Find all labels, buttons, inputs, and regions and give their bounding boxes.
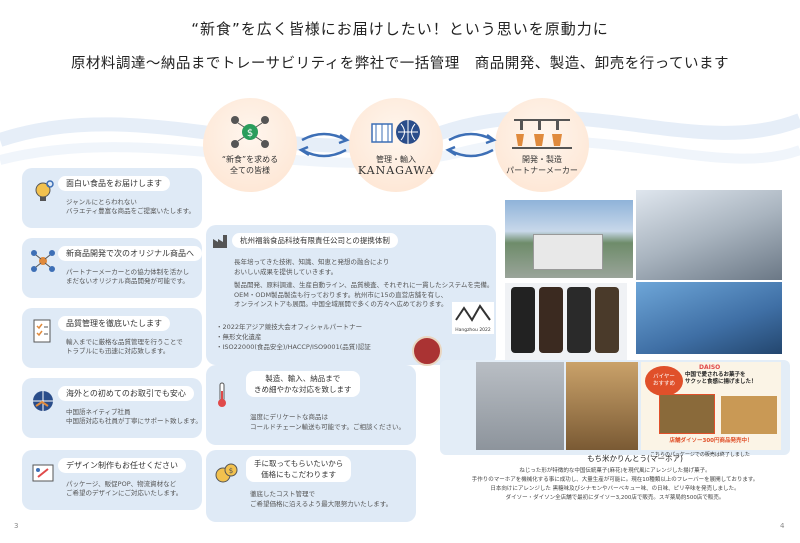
partner-bullet: ・無形文化遺産 <box>216 333 262 341</box>
asian-games-emblem-icon <box>455 304 491 322</box>
page-subheadline: 原材料調達～納品までトレーサビリティを弊社で一括管理 商品開発、製造、卸売を行っ… <box>70 56 730 72</box>
feature-desc: パートナーメーカーとの協力体制を活かし まだないオリジナル商品開発が可能です。 <box>66 268 190 285</box>
promo-headline: 中国で愛されるお菓子を サクッと食感に揚げました！ <box>685 372 757 385</box>
delivery-desc: 温度にデリケートな商品は コールドチェーン輸送も可能です。ご相談ください。 <box>250 413 406 431</box>
snack-closeup <box>721 396 777 434</box>
price-title: 手に取ってもらいたいから 価格にもこだわります <box>246 456 352 482</box>
factory-building-photo <box>505 200 633 278</box>
product-description: ねじった形が特徴的な中国伝統菓子(麻花)を現代風にアレンジした揚げ菓子。 手作り… <box>471 468 759 501</box>
feature-title: 新商品開発で次のオリジナル商品へ <box>58 246 202 261</box>
feature-title: デザイン制作もお任せください <box>58 458 186 473</box>
svg-text:$: $ <box>247 128 253 139</box>
feature-title: 品質管理を徹底いたします <box>58 316 170 331</box>
partner-title: 杭州福翁食品科技有限責任公司との提携体制 <box>232 233 398 248</box>
feature-title: 面白い食品をお届けします <box>58 176 170 191</box>
page-headline: “新食”を広く皆様にお届けしたい！という思いを原動力に <box>191 20 609 38</box>
daiso-promo: DAISO 中国で愛されるお菓子を サクッと食感に揚げました！ バイヤー おすす… <box>641 362 781 450</box>
product-title: もち米かりんとう(マーホア) <box>587 454 683 463</box>
bulb-gear-icon <box>35 180 54 201</box>
circle-kanagawa-line1: 管理・輸入 <box>376 155 416 164</box>
feature-desc: パッケージ、販促POP、物流資材など ご希望のデザインにご対応いたします。 <box>66 480 183 497</box>
factory-icon <box>213 235 227 248</box>
page-number-right: 4 <box>780 522 785 530</box>
feature-desc: 中国語ネイティブ社員 中国語対応も社員が丁寧にサポート致します。 <box>66 408 202 425</box>
partner-section: 杭州福翁食品科技有限責任公司との提携体制 長年培ってきた技術、知識、知恵と発想の… <box>206 225 496 365</box>
circle-customers-line2: 全ての皆様 <box>230 166 270 175</box>
kanagawa-brand: KANAGAWA <box>357 164 435 177</box>
price-desc: 徹底したコスト管理で ご希望価格に沿えるよう最大限努力いたします。 <box>250 490 393 508</box>
double-arrow-icon <box>445 132 497 158</box>
asian-games-logo: Hangzhou 2022 <box>452 302 494 334</box>
asian-games-text: Hangzhou 2022 <box>455 328 491 333</box>
circle-kanagawa: 管理・輸入 KANAGAWA <box>349 98 443 192</box>
feature-card-overseas: 海外との初めてのお取引でも安心 中国語ネイティブ社員 中国語対応も社員が丁寧にサ… <box>22 378 202 438</box>
factory-lab-icon <box>512 119 572 149</box>
circle-manufacturer-line1: 開発・製造 <box>522 155 562 164</box>
promo-caption: こちらのパッケージでの販売は終了しました <box>650 452 750 458</box>
feature-card-development: 新商品開発で次のオリジナル商品へ パートナーメーカーとの協力体制を活かし まだな… <box>22 238 202 298</box>
product-package <box>659 394 715 434</box>
circle-manufacturer: 開発・製造 パートナーメーカー <box>495 98 589 192</box>
buyer-recommend-badge: バイヤー おすすめ <box>645 366 683 396</box>
promo-footer: 店舗ダイソー300円商品発売中！ <box>669 438 753 444</box>
double-arrow-icon <box>298 132 350 158</box>
coins-icon: $ <box>215 463 238 483</box>
delivery-title: 製造、輸入、納品まで きめ細やかな対応を致します <box>246 371 360 397</box>
heritage-seal <box>412 336 442 366</box>
people-network-icon: $ <box>231 116 269 148</box>
partner-detail: 製品開発、原料調達、生産自動ライン、品質検査、それぞれに一貫したシステムを完備。… <box>234 281 494 308</box>
workers-photo <box>636 282 782 354</box>
feature-card-design: デザイン制作もお任せください パッケージ、販促POP、物流資材など ご希望のデザ… <box>22 450 202 510</box>
delivery-section: 製造、輸入、納品まで きめ細やかな対応を致します 温度にデリケートな商品は コー… <box>206 365 416 445</box>
online-store-photo <box>505 283 627 361</box>
page-number-left: 3 <box>14 522 19 530</box>
feature-title: 海外との初めてのお取引でも安心 <box>58 386 194 401</box>
partner-bullet: ・2022年アジア競技大会オフィシャルパートナー <box>216 323 363 331</box>
feature-desc: 輸入までに厳格な品質管理を行うことで トラブルにも迅速に対応致します。 <box>66 338 183 355</box>
thermometer-icon <box>218 382 226 407</box>
circle-manufacturer-line2: パートナーメーカー <box>506 166 578 175</box>
snack-product-photo <box>566 362 638 450</box>
partner-bullet: ・ISO22000(食品安全)/HACCP/ISO9001(品質)認証 <box>216 343 371 351</box>
feature-card-quality: 品質管理を徹底いたします 輸入までに厳格な品質管理を行うことで トラブルにも迅速… <box>22 308 202 368</box>
svg-text:$: $ <box>229 467 233 475</box>
design-icon <box>32 464 54 482</box>
feature-desc: ジャンルにとらわれない バラエティ豊富な商品をご提案いたします。 <box>66 198 195 215</box>
handshake-globe-icon <box>33 391 53 411</box>
daiso-logo: DAISO <box>699 364 721 371</box>
price-section: $ 手に取ってもらいたいから 価格にもこだわります 徹底したコスト管理で ご希望… <box>206 450 416 522</box>
fryer-machine-photo <box>476 362 564 450</box>
checklist-icon <box>33 319 51 343</box>
shipping-globe-icon <box>371 120 420 144</box>
network-icon <box>31 250 55 272</box>
circle-customers: $ “新食”を求める 全ての皆様 <box>203 98 297 192</box>
feature-card-variety: 面白い食品をお届けします ジャンルにとらわれない バラエティ豊富な商品をご提案い… <box>22 168 202 228</box>
partner-intro: 長年培ってきた技術、知識、知恵と発想の融合により おいしい成果を提供していきます… <box>234 258 390 276</box>
circle-customers-line1: “新食”を求める <box>221 155 279 164</box>
production-line-photo <box>636 190 782 280</box>
